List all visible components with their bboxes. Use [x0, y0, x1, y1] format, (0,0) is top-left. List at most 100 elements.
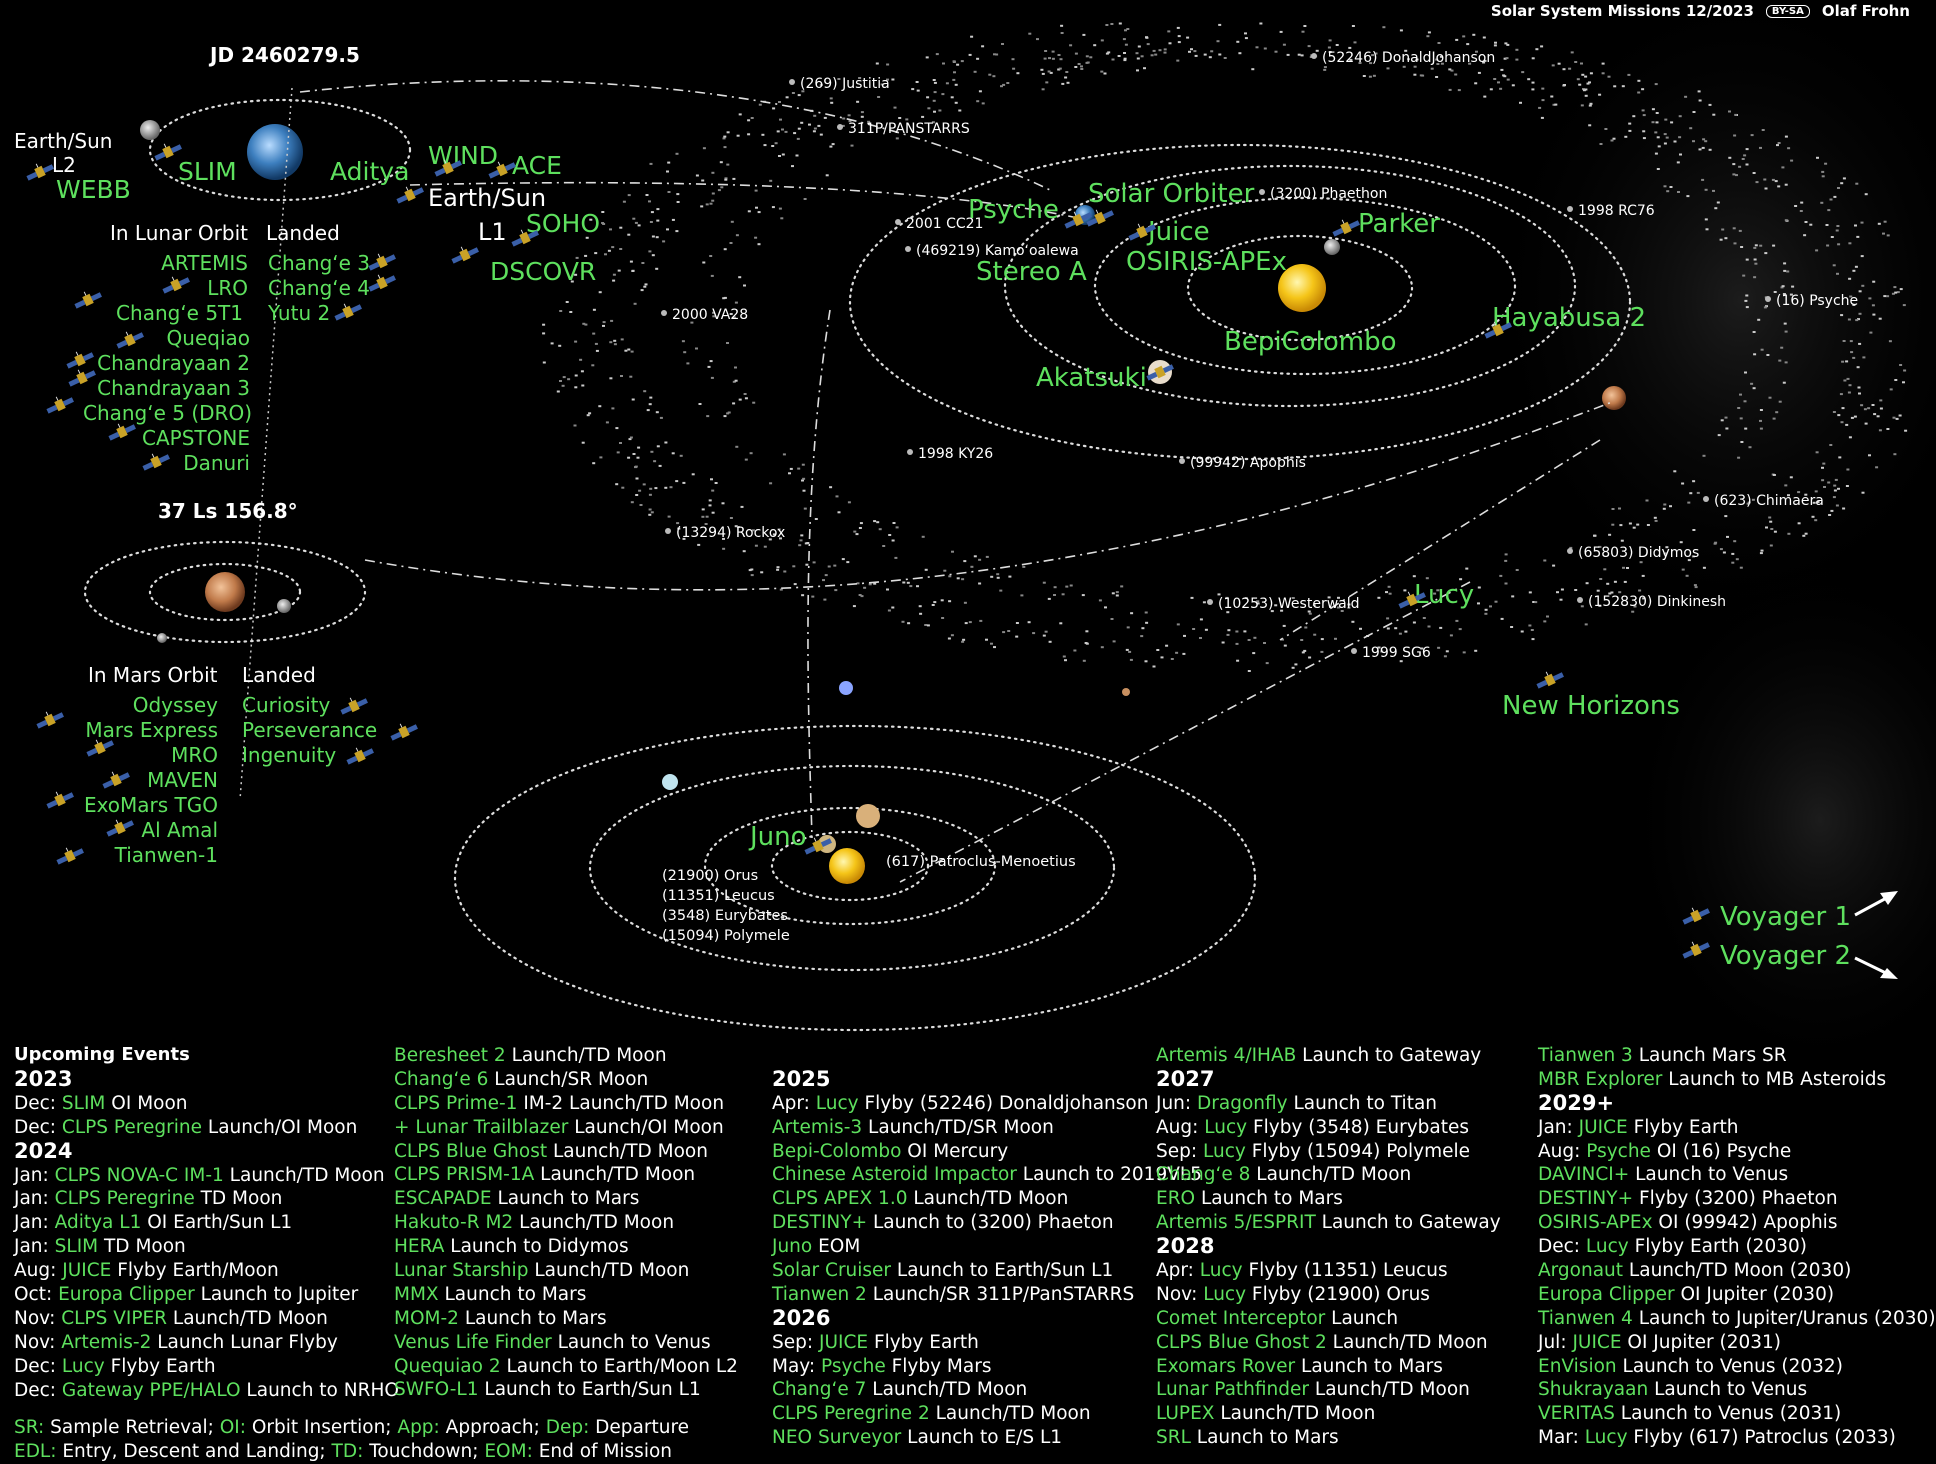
mission-parker[interactable]: Parker	[1358, 209, 1440, 239]
event-row[interactable]: Bepi-Colombo OI Mercury	[772, 1140, 1202, 1164]
event-row[interactable]: EnVision Launch to Venus (2032)	[1538, 1355, 1936, 1379]
dscovr-label[interactable]: DSCOVR	[490, 257, 596, 286]
event-row[interactable]: Nov: Artemis-2 Launch Lunar Flyby	[14, 1331, 399, 1355]
event-row[interactable]: Jan: CLPS Peregrine TD Moon	[14, 1187, 399, 1211]
small-body-3200-phaethon[interactable]: (3200) Phaethon	[1270, 186, 1387, 202]
event-row[interactable]: Artemis-3 Launch/TD/SR Moon	[772, 1116, 1202, 1140]
event-row[interactable]: OSIRIS-APEx OI (99942) Apophis	[1538, 1211, 1936, 1235]
mission-new-horizons[interactable]: New Horizons	[1502, 691, 1680, 721]
mission-juno[interactable]: Juno	[748, 822, 807, 852]
event-row[interactable]: Comet Interceptor Launch	[1156, 1307, 1501, 1331]
lunar-lander-chang-e-3[interactable]: Chang‘e 3	[268, 251, 370, 275]
event-row[interactable]: SWFO-L1 Launch to Earth/Sun L1	[394, 1378, 738, 1402]
small-body-16-psyche[interactable]: (16) Psyche	[1776, 293, 1858, 309]
mars-orbiter-tianwen-1[interactable]: Tianwen-1	[114, 843, 218, 867]
event-row[interactable]: Jul: JUICE OI Jupiter (2031)	[1538, 1331, 1936, 1355]
event-row[interactable]: Oct: Europa Clipper Launch to Jupiter	[14, 1283, 399, 1307]
mars-lander-curiosity[interactable]: Curiosity	[242, 693, 330, 717]
small-body-311p-panstarrs[interactable]: 311P/PANSTARRS	[848, 121, 970, 137]
event-row[interactable]: Europa Clipper OI Jupiter (2030)	[1538, 1283, 1936, 1307]
event-row[interactable]: Apr: Lucy Flyby (52246) Donaldjohanson	[772, 1092, 1202, 1116]
event-row[interactable]: HERA Launch to Didymos	[394, 1235, 738, 1259]
event-row[interactable]: Nov: CLPS VIPER Launch/TD Moon	[14, 1307, 399, 1331]
ace-label[interactable]: ACE	[512, 151, 562, 180]
license-badge[interactable]: BY-SA	[1765, 4, 1810, 18]
event-row[interactable]: MBR Explorer Launch to MB Asteroids	[1538, 1068, 1936, 1092]
event-row[interactable]: CLPS Peregrine 2 Launch/TD Moon	[772, 1402, 1202, 1426]
trojan-15094-polymele[interactable]: (15094) Polymele	[662, 928, 790, 944]
event-row[interactable]: DESTINY+ Flyby (3200) Phaeton	[1538, 1187, 1936, 1211]
mars-lander-ingenuity[interactable]: Ingenuity	[242, 743, 336, 767]
mars-orbiter-maven[interactable]: MAVEN	[147, 768, 218, 792]
event-row[interactable]: Chang‘e 6 Launch/SR Moon	[394, 1068, 738, 1092]
small-body-2000-va28[interactable]: 2000 VA28	[672, 307, 748, 323]
event-row[interactable]: Dec: Lucy Flyby Earth	[14, 1355, 399, 1379]
trojan-21900-orus[interactable]: (21900) Orus	[662, 868, 758, 884]
webb-label[interactable]: WEBB	[56, 175, 131, 204]
event-row[interactable]: CLPS APEX 1.0 Launch/TD Moon	[772, 1187, 1202, 1211]
mission-stereo-a[interactable]: Stereo A	[976, 257, 1087, 287]
small-body-1998-ky26[interactable]: 1998 KY26	[918, 446, 993, 462]
event-row[interactable]: VERITAS Launch to Venus (2031)	[1538, 1402, 1936, 1426]
lunar-lander-yutu-2[interactable]: Yutu 2	[267, 301, 330, 325]
soho-label[interactable]: SOHO	[526, 209, 600, 238]
lunar-orbiter-chandrayaan-3[interactable]: Chandrayaan 3	[97, 376, 250, 400]
event-row[interactable]: CLPS Blue Ghost Launch/TD Moon	[394, 1140, 738, 1164]
event-row[interactable]: Chang‘e 7 Launch/TD Moon	[772, 1378, 1202, 1402]
slim-label[interactable]: SLIM	[178, 157, 237, 186]
event-row[interactable]: Dec: Lucy Flyby Earth (2030)	[1538, 1235, 1936, 1259]
event-row[interactable]: Juno EOM	[772, 1235, 1202, 1259]
small-body-65803-didymos[interactable]: (65803) Didymos	[1578, 545, 1699, 561]
event-row[interactable]: Jan: SLIM TD Moon	[14, 1235, 399, 1259]
event-row[interactable]: Tianwen 2 Launch/SR 311P/PanSTARRS	[772, 1283, 1202, 1307]
mission-psyche[interactable]: Psyche	[968, 195, 1059, 225]
lunar-orbiter-chandrayaan-2[interactable]: Chandrayaan 2	[97, 351, 250, 375]
mars-orbiter-mars-express[interactable]: Mars Express	[85, 718, 218, 742]
aditya-label[interactable]: Aditya	[330, 157, 409, 186]
event-row[interactable]: May: Psyche Flyby Mars	[772, 1355, 1202, 1379]
event-row[interactable]: LUPEX Launch/TD Moon	[1156, 1402, 1501, 1426]
trojan-11351-leucus[interactable]: (11351) Leucus	[662, 888, 775, 904]
event-row[interactable]: Chinese Asteroid Impactor Launch to 2019…	[772, 1163, 1202, 1187]
event-row[interactable]: Tianwen 3 Launch Mars SR	[1538, 1044, 1936, 1068]
mission-hayabusa-2[interactable]: Hayabusa 2	[1492, 303, 1646, 333]
mars-orbiter-al-amal[interactable]: Al Amal	[141, 818, 218, 842]
mars-orbiter-odyssey[interactable]: Odyssey	[133, 693, 218, 717]
lunar-lander-chang-e-4[interactable]: Chang‘e 4	[268, 276, 370, 300]
event-row[interactable]: Exomars Rover Launch to Mars	[1156, 1355, 1501, 1379]
event-row[interactable]: Dec: CLPS Peregrine Launch/OI Moon	[14, 1116, 399, 1140]
trojan-617-patroclus-menoetius[interactable]: (617) Patroclus-Menoetius	[886, 854, 1076, 870]
event-row[interactable]: DAVINCI+ Launch to Venus	[1538, 1163, 1936, 1187]
event-row[interactable]: Argonaut Launch/TD Moon (2030)	[1538, 1259, 1936, 1283]
event-row[interactable]: Jan: Aditya L1 OI Earth/Sun L1	[14, 1211, 399, 1235]
event-row[interactable]: Sep: JUICE Flyby Earth	[772, 1331, 1202, 1355]
event-row[interactable]: Artemis 4/IHAB Launch to Gateway	[1156, 1044, 1501, 1068]
mission-juice[interactable]: Juice	[1146, 217, 1210, 247]
lunar-orbiter-chang-e-5-dro[interactable]: Chang‘e 5 (DRO)	[83, 401, 252, 425]
event-row[interactable]: ESCAPADE Launch to Mars	[394, 1187, 738, 1211]
small-body-1998-rc76[interactable]: 1998 RC76	[1578, 203, 1655, 219]
event-row[interactable]: DESTINY+ Launch to (3200) Phaeton	[772, 1211, 1202, 1235]
voyager-2-label[interactable]: Voyager 2	[1720, 941, 1851, 971]
event-row[interactable]: Hakuto-R M2 Launch/TD Moon	[394, 1211, 738, 1235]
small-body-1999-sg6[interactable]: 1999 SG6	[1362, 645, 1431, 661]
event-row[interactable]: Shukrayaan Launch to Venus	[1538, 1378, 1936, 1402]
event-row[interactable]: Apr: Lucy Flyby (11351) Leucus	[1156, 1259, 1501, 1283]
small-body-2001-cc21[interactable]: 2001 CC21	[906, 216, 983, 232]
wind-label[interactable]: WIND	[428, 141, 498, 170]
event-row[interactable]: MOM-2 Launch to Mars	[394, 1307, 738, 1331]
event-row[interactable]: MMX Launch to Mars	[394, 1283, 738, 1307]
lunar-orbiter-lro[interactable]: LRO	[207, 276, 248, 300]
event-row[interactable]: Sep: Lucy Flyby (15094) Polymele	[1156, 1140, 1501, 1164]
event-row[interactable]: Aug: Psyche OI (16) Psyche	[1538, 1140, 1936, 1164]
event-row[interactable]: ERO Launch to Mars	[1156, 1187, 1501, 1211]
event-row[interactable]: Jan: JUICE Flyby Earth	[1538, 1116, 1936, 1140]
event-row[interactable]: Venus Life Finder Launch to Venus	[394, 1331, 738, 1355]
small-body-99942-apophis[interactable]: (99942) Apophis	[1190, 455, 1306, 471]
event-row[interactable]: Lunar Starship Launch/TD Moon	[394, 1259, 738, 1283]
trojan-3548-eurybates[interactable]: (3548) Eurybates	[662, 908, 788, 924]
event-row[interactable]: Quequiao 2 Launch to Earth/Moon L2	[394, 1355, 738, 1379]
event-row[interactable]: SRL Launch to Mars	[1156, 1426, 1501, 1450]
lunar-orbiter-chang-e-5t1[interactable]: Chang‘e 5T1	[116, 301, 243, 325]
small-body-269-justitia[interactable]: (269) Justitia	[800, 76, 890, 92]
